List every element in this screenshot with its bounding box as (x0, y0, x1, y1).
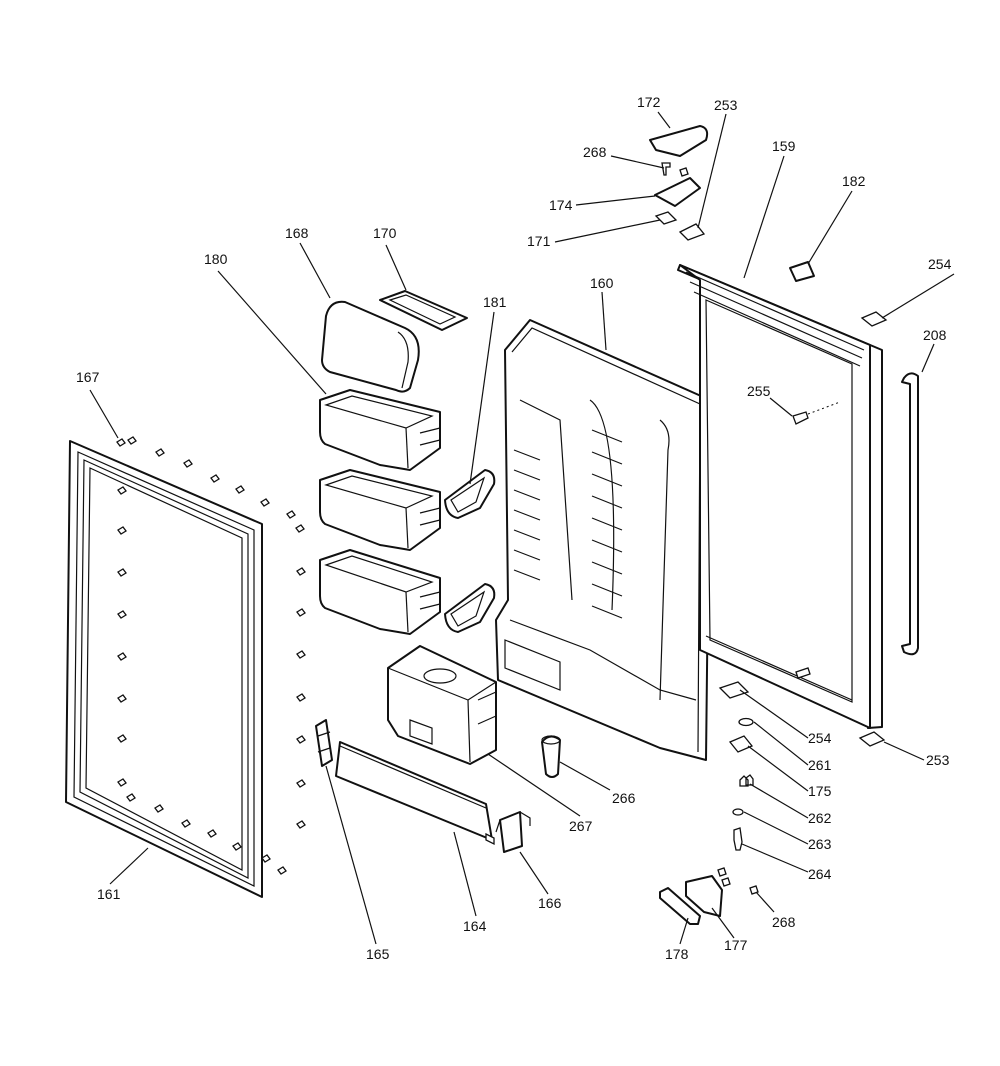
label-174: 174 (549, 197, 573, 213)
label-254-top: 254 (928, 256, 952, 272)
label-161: 161 (97, 886, 121, 902)
right-hinge-bushings (858, 311, 888, 747)
dairy-bin-lid (379, 290, 468, 331)
top-hinge-assembly (649, 125, 709, 241)
label-266: 266 (612, 790, 636, 806)
door-label (789, 261, 815, 282)
label-253-bottom: 253 (926, 752, 950, 768)
label-178: 178 (665, 946, 689, 962)
label-165: 165 (366, 946, 390, 962)
label-166: 166 (538, 895, 562, 911)
door-screw (792, 401, 841, 679)
bottom-hinge-parts (718, 681, 754, 851)
label-159: 159 (772, 138, 796, 154)
bottom-hinge-assembly (659, 867, 759, 925)
label-167: 167 (76, 369, 100, 385)
label-172: 172 (637, 94, 661, 110)
label-261: 261 (808, 757, 832, 773)
label-263: 263 (808, 836, 832, 852)
trim-bracket-left (315, 719, 333, 767)
label-268-bottom: 268 (772, 914, 796, 930)
filter-cup (541, 735, 561, 778)
dispenser-housing (387, 645, 497, 765)
label-208: 208 (923, 327, 947, 343)
label-262: 262 (808, 810, 832, 826)
label-255: 255 (747, 383, 771, 399)
label-182: 182 (842, 173, 866, 189)
bottom-trim-panel (335, 741, 495, 846)
label-177: 177 (724, 937, 748, 953)
shelf-end-caps (444, 469, 496, 633)
callout-labels: 172 253 159 268 182 174 168 170 171 180 … (76, 94, 952, 962)
door-bins (319, 389, 441, 635)
label-164: 164 (463, 918, 487, 934)
label-264: 264 (808, 866, 832, 882)
trim-bracket-right (495, 811, 531, 853)
outer-door (677, 264, 883, 729)
label-267: 267 (569, 818, 593, 834)
door-liner (495, 319, 711, 761)
label-170: 170 (373, 225, 397, 241)
gasket-screws (116, 436, 306, 875)
label-180: 180 (204, 251, 228, 267)
leader-lines (89, 111, 955, 945)
label-253-top: 253 (714, 97, 738, 113)
label-181: 181 (483, 294, 507, 310)
dairy-bin-cover (321, 300, 420, 393)
door-gasket (65, 440, 263, 898)
door-handle (901, 372, 919, 656)
label-168: 168 (285, 225, 309, 241)
label-160: 160 (590, 275, 614, 291)
label-171: 171 (527, 233, 551, 249)
label-254-bottom: 254 (808, 730, 832, 746)
label-268-top: 268 (583, 144, 607, 160)
label-175: 175 (808, 783, 832, 799)
